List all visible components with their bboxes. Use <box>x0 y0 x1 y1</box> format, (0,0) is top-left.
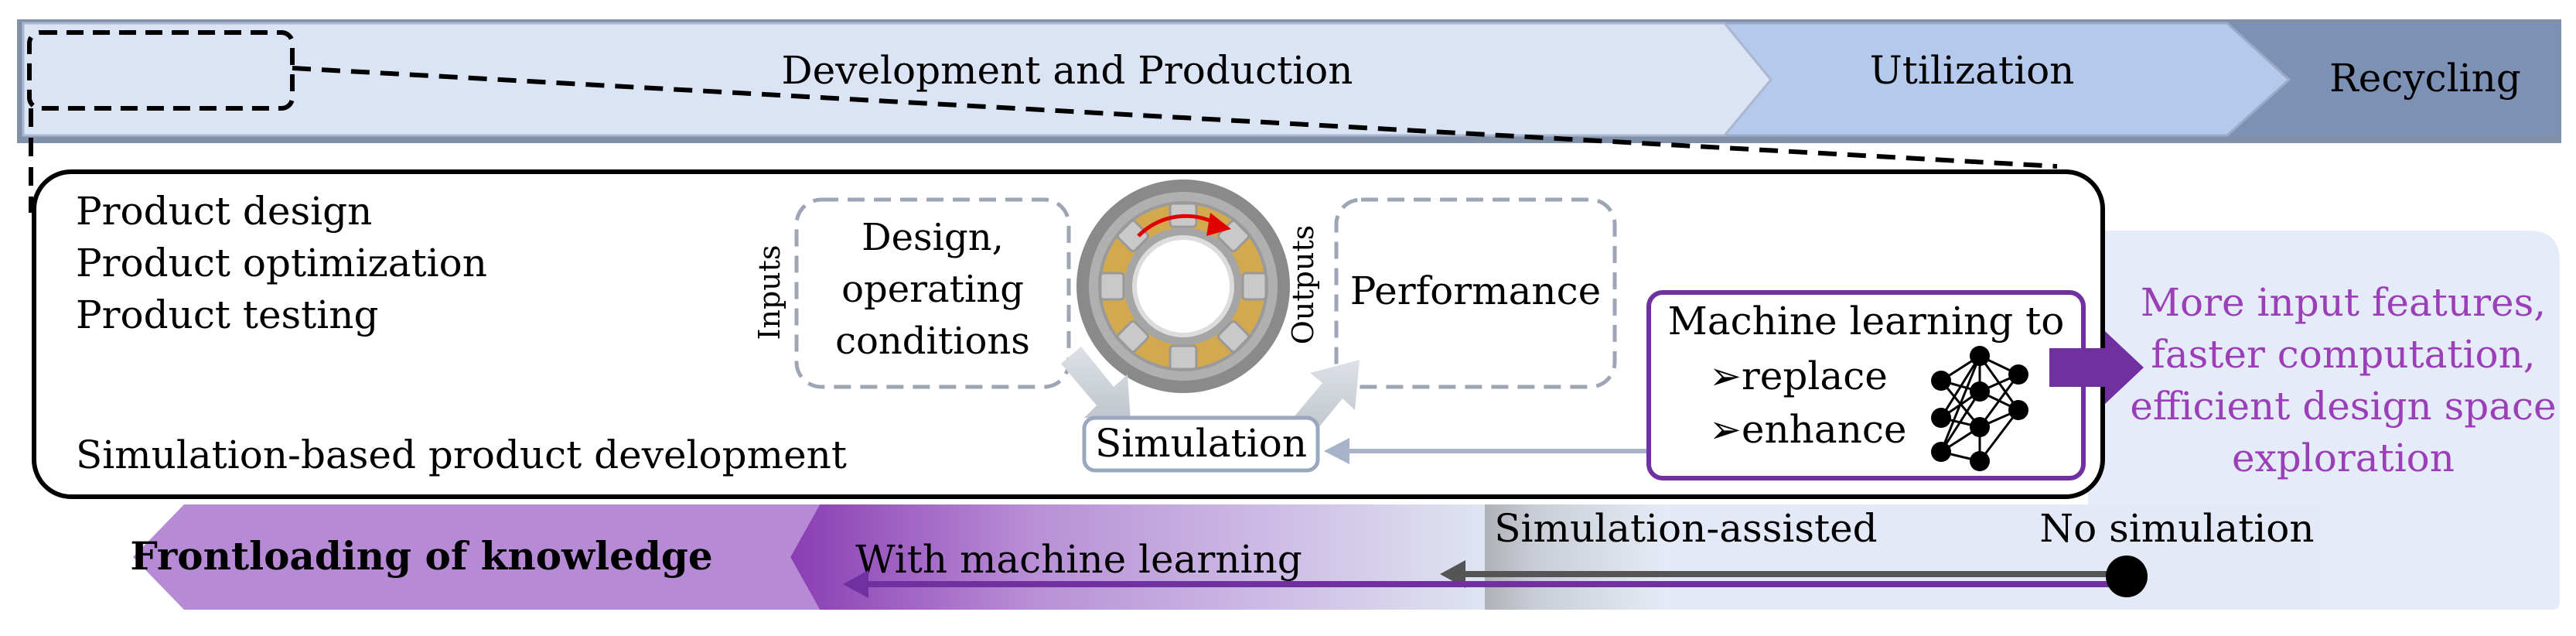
frontloading-band <box>133 504 820 610</box>
with-ml-arrowhead <box>843 570 868 598</box>
benefits-arrow <box>2049 331 2144 404</box>
outputs-label: Outputs <box>1286 225 1320 344</box>
start-point-dot <box>2106 556 2148 597</box>
phase-utilization-label: Utilization <box>1870 48 2075 93</box>
neural-network-icon <box>1931 346 2028 471</box>
lifecycle-bar: Development and Production Utilization R… <box>17 19 2561 143</box>
ml-title: Machine learning to <box>1668 299 2065 344</box>
inputs-line-2: operating <box>841 268 1024 311</box>
ml-replace-item: ➢replace <box>1709 354 1888 398</box>
zoom-line-right <box>292 66 2058 169</box>
benefits-text: More input features, faster computation,… <box>2130 280 2556 480</box>
zoom-selection-box <box>27 30 295 111</box>
product-development-panel: Product design Product optimization Prod… <box>32 169 2105 499</box>
outputs-box <box>1334 197 1617 389</box>
outputs-text: Performance <box>1350 268 1601 313</box>
bearing-icon <box>1076 180 1290 393</box>
no-simulation-label: No simulation <box>2039 506 2314 551</box>
benefit-line-3: efficient design space <box>2130 384 2556 429</box>
panel-footer-label: Simulation-based product development <box>76 433 847 477</box>
phase-development-label: Development and Production <box>782 48 1353 93</box>
task-product-design: Product design <box>76 189 372 234</box>
simulation-assisted-label: Simulation-assisted <box>1494 506 1877 551</box>
ml-to-simulation-arrowhead <box>1324 438 1349 464</box>
inputs-label: Inputs <box>752 244 786 340</box>
simulation-label: Simulation <box>1095 421 1307 466</box>
benefit-line-1: More input features, <box>2141 280 2546 325</box>
task-product-testing: Product testing <box>76 292 378 337</box>
inputs-line-1: Design, <box>862 216 1004 259</box>
frontloading-label: Frontloading of knowledge <box>130 533 712 579</box>
phase-development-bg <box>22 22 1772 137</box>
inputs-line-3: conditions <box>835 320 1030 363</box>
phase-recycling-label: Recycling <box>2329 56 2521 101</box>
benefit-line-4: exploration <box>2232 436 2455 480</box>
benefit-line-2: faster computation, <box>2151 332 2535 377</box>
with-ml-label: With machine learning <box>855 537 1302 582</box>
timeline-band: Frontloading of knowledge With machine l… <box>130 231 2560 610</box>
ml-enhance-item: ➢enhance <box>1709 407 1907 452</box>
inputs-box <box>794 197 1071 389</box>
input-flow-arrow <box>1061 347 1131 422</box>
task-product-optimization: Product optimization <box>76 241 487 286</box>
simulation-box <box>1082 415 1320 473</box>
